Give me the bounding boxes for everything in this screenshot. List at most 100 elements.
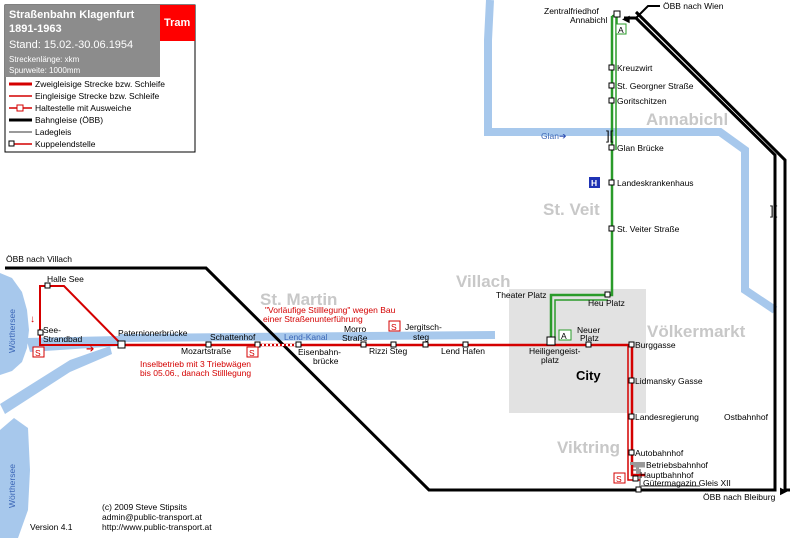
stop-landeskrankenhaus[interactable] [608, 179, 615, 186]
tram-line-see-loop [39, 285, 123, 346]
stop-st-georgner[interactable] [608, 82, 615, 89]
station-labels: Zentralfriedhof Annabichl ÖBB nach Wien … [6, 1, 776, 502]
river-south-arm [0, 346, 112, 414]
stop-morro[interactable] [360, 341, 367, 348]
label-halle-see: Halle See [47, 274, 84, 284]
district-st-martin: St. Martin [260, 290, 337, 309]
stop-landesregierung[interactable] [628, 413, 635, 420]
notes: "Vorläufige Stilllegung" wegen Bau einer… [140, 305, 396, 378]
lake-woerthersee-south [0, 418, 30, 538]
note-insel-1: Inselbetrieb mit 3 Triebwägen [140, 359, 251, 369]
stop-lidmansky[interactable] [628, 377, 635, 384]
legend-item-2: Haltestelle mit Ausweiche [35, 103, 132, 113]
label-see-1: See- [43, 325, 61, 335]
legend-item-1: Eingleisige Strecke bzw. Schleife [35, 91, 160, 101]
note-stilllegung-2: einer Straßenunterführung [263, 314, 363, 324]
stop-autobahnhof[interactable] [628, 449, 635, 456]
label-ostbahnhof: Ostbahnhof [724, 412, 769, 422]
stop-guetermagazin[interactable] [635, 486, 642, 493]
credit-version: Version 4.1 [30, 522, 73, 532]
rail-line-wien-south [634, 10, 790, 492]
label-st-georgner: St. Georgner Straße [617, 81, 694, 91]
tram-line-north [549, 16, 614, 340]
stop-rizzi[interactable] [390, 341, 397, 348]
label-rizzi: Rizzi Steg [369, 346, 408, 356]
label-eisenbahn-2: brücke [313, 356, 339, 366]
credit-author: (c) 2009 Steve Stipsits [102, 502, 187, 512]
stop-heiligengeist[interactable] [546, 336, 556, 346]
svg-text:H: H [591, 178, 597, 188]
stop-see[interactable] [37, 329, 44, 336]
credit-email[interactable]: admin@public-transport.at [102, 512, 202, 522]
stop-eisenbahn[interactable] [295, 341, 302, 348]
label-autobahnhof: Autobahnhof [635, 448, 684, 458]
legend-item-0: Zweigleisige Strecke bzw. Schleife [35, 79, 165, 89]
stop-hauptbahnhof[interactable] [632, 475, 639, 482]
rail-arrowhead-wien-icon: ◀ [622, 14, 630, 25]
glan-arrow-icon: ➔ [559, 131, 567, 141]
stop-heu-platz[interactable] [604, 291, 611, 298]
stop-st-veiter[interactable] [608, 225, 615, 232]
tram-badge-label: Tram [164, 17, 191, 29]
stop-glan-bruecke[interactable] [608, 144, 615, 151]
stop-mozartstrasse[interactable] [205, 341, 212, 348]
legend-coupling-marker [8, 140, 15, 147]
city-label: City [576, 368, 601, 383]
stop-schattenhof[interactable] [254, 341, 261, 348]
tram-badge [160, 5, 195, 41]
legend-title: Straßenbahn Klagenfurt [9, 9, 135, 21]
lend-kanal-label: Lend-Kanal [284, 332, 328, 342]
legend-stand: Stand: 15.02.-30.06.1954 [9, 39, 133, 51]
lake-label-north: Wörthersee [7, 309, 17, 353]
label-glan-bruecke: Glan Brücke [617, 143, 664, 153]
stop-jergitsch[interactable] [422, 341, 429, 348]
note-stilllegung-1: "Vorläufige Stilllegung" wegen Bau [265, 305, 396, 315]
label-betriebsbahnhof: Betriebsbahnhof [646, 460, 709, 470]
stop-zentralfriedhof[interactable] [613, 10, 621, 18]
credits: (c) 2009 Steve Stipsits admin@public-tra… [30, 502, 212, 532]
label-lend-hafen: Lend Hafen [441, 346, 485, 356]
label-oebb-villach: ÖBB nach Villach [6, 254, 72, 264]
label-schattenhof: Schattenhof [210, 332, 256, 342]
bridge-glan-icon: ][ [606, 128, 614, 143]
legend-item-3: Bahngleise (ÖBB) [35, 115, 103, 125]
label-heu-platz: Heu Platz [588, 298, 625, 308]
svg-text:S: S [249, 348, 255, 358]
label-morro-2: Straße [342, 333, 368, 343]
label-guetermagazin: Gütermagazin Gleis XII [643, 478, 731, 488]
legend-item-4: Ladegleis [35, 127, 71, 137]
symbol-s-morro: S [388, 320, 401, 332]
label-hauptbahnhof: Hauptbahnhof [640, 470, 694, 480]
legend-header [5, 5, 160, 77]
symbol-s-seestrandbad: S [32, 346, 45, 358]
label-neuer-platz-2: Platz [580, 333, 599, 343]
glan-label: Glan [541, 131, 559, 141]
label-landeskrankenhaus: Landeskrankenhaus [617, 178, 694, 188]
legend: Tram Straßenbahn Klagenfurt 1891-1963 St… [4, 4, 196, 153]
stop-gorits[interactable] [608, 97, 615, 104]
city-area [509, 289, 646, 413]
label-heiligengeist-1: Heiligengeist- [529, 346, 581, 356]
credit-url[interactable]: http://www.public-transport.at [102, 522, 212, 532]
symbol-a-heiligengeist: A [558, 329, 572, 341]
legend-item-5: Kuppelendstelle [35, 139, 96, 149]
workshop-icon [630, 462, 645, 474]
label-morro-1: Morro [344, 324, 366, 334]
label-jergitsch-1: Jergitsch- [405, 322, 442, 332]
note-insel-2: bis 05.06., danach Stilllegung [140, 368, 251, 378]
stop-kreuzwirt[interactable] [608, 64, 615, 71]
svg-text:A: A [561, 331, 567, 341]
stop-lend-hafen[interactable] [462, 341, 469, 348]
label-st-veiter: St. Veiter Straße [617, 224, 680, 234]
glan-river [484, 0, 778, 314]
stop-neuer-platz[interactable] [585, 341, 592, 348]
lake-label-south: Wörthersee [7, 464, 17, 508]
stop-burggasse[interactable] [628, 341, 635, 348]
label-heiligengeist-2: platz [541, 355, 559, 365]
legend-length: Streckenlänge: xkm [9, 55, 80, 64]
svg-text:S: S [616, 474, 622, 484]
stop-patermion[interactable] [117, 340, 126, 349]
label-jergitsch-2: steg [413, 332, 429, 342]
stop-halle-see[interactable] [44, 282, 51, 289]
